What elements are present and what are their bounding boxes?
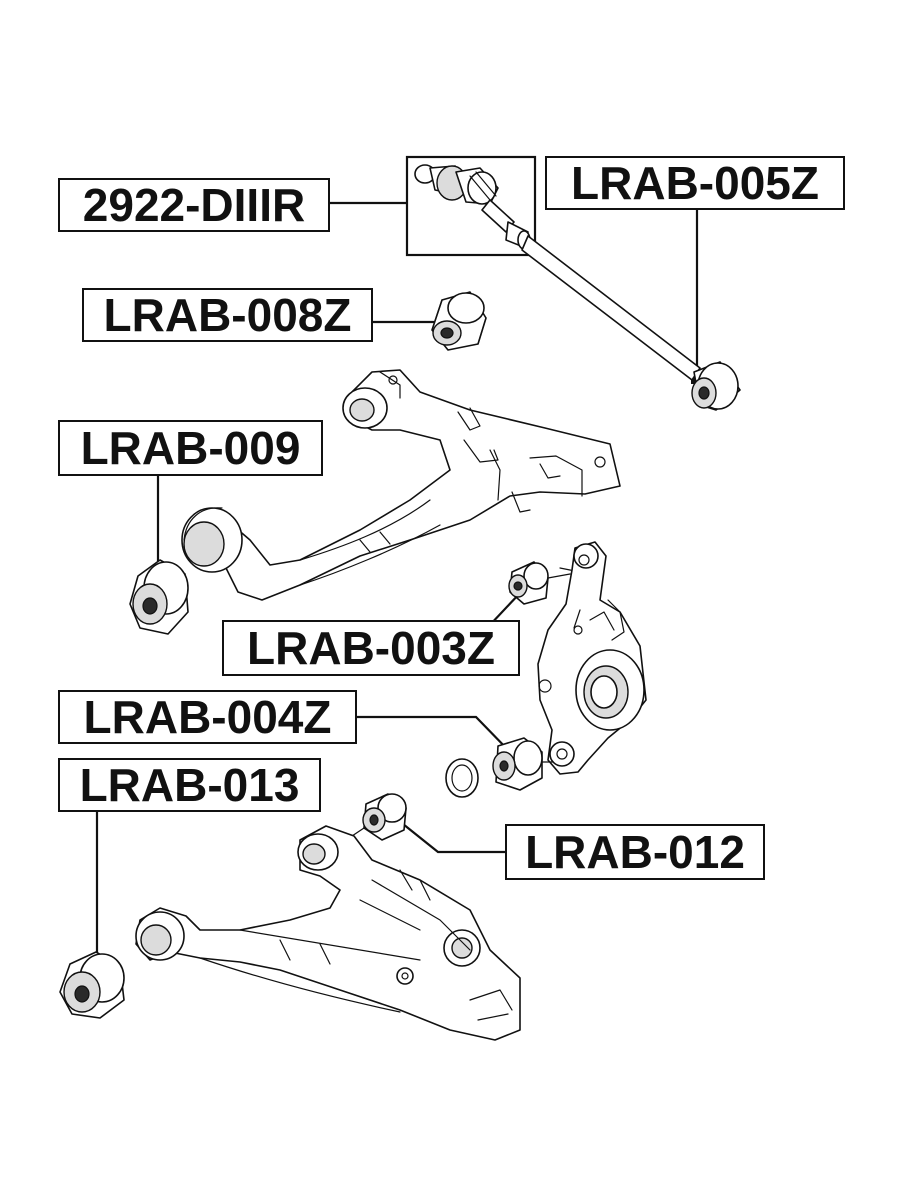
callout-lower-arm-front-bushing: LRAB-012 <box>505 824 765 880</box>
knuckle-upper-bushing <box>508 561 581 605</box>
upper-arm-front-bushing <box>431 291 487 351</box>
tie-rod-end <box>414 164 701 381</box>
callout-knuckle-lower-bushing: LRAB-004Z <box>58 690 357 744</box>
leader-lines <box>95 155 703 958</box>
callout-upper-arm-front-bushing: LRAB-008Z <box>82 288 373 342</box>
leader-lrab-004z <box>357 715 511 753</box>
knuckle-lower-bushing <box>445 737 553 798</box>
callout-upper-arm-rear-bushing: LRAB-009 <box>58 420 323 476</box>
upper-control-arm <box>181 369 621 601</box>
lower-arm-rear-bushing <box>59 951 125 1019</box>
callout-knuckle-upper-bushing: LRAB-003Z <box>222 620 520 676</box>
upper-arm-rear-bushing <box>129 559 189 635</box>
lower-control-arm <box>135 825 521 1041</box>
tie-rod-frame <box>405 155 537 257</box>
wheel-knuckle <box>537 541 647 775</box>
callout-lower-arm-rear-bushing: LRAB-013 <box>58 758 321 812</box>
callout-trailing-arm-bushing: LRAB-005Z <box>545 156 845 210</box>
trailing-arm-bushing <box>691 361 741 411</box>
leader-lrab-012 <box>397 819 505 854</box>
callout-tie-rod-end: 2922-DIIIR <box>58 178 330 232</box>
lower-arm-front-bushing <box>351 793 407 841</box>
